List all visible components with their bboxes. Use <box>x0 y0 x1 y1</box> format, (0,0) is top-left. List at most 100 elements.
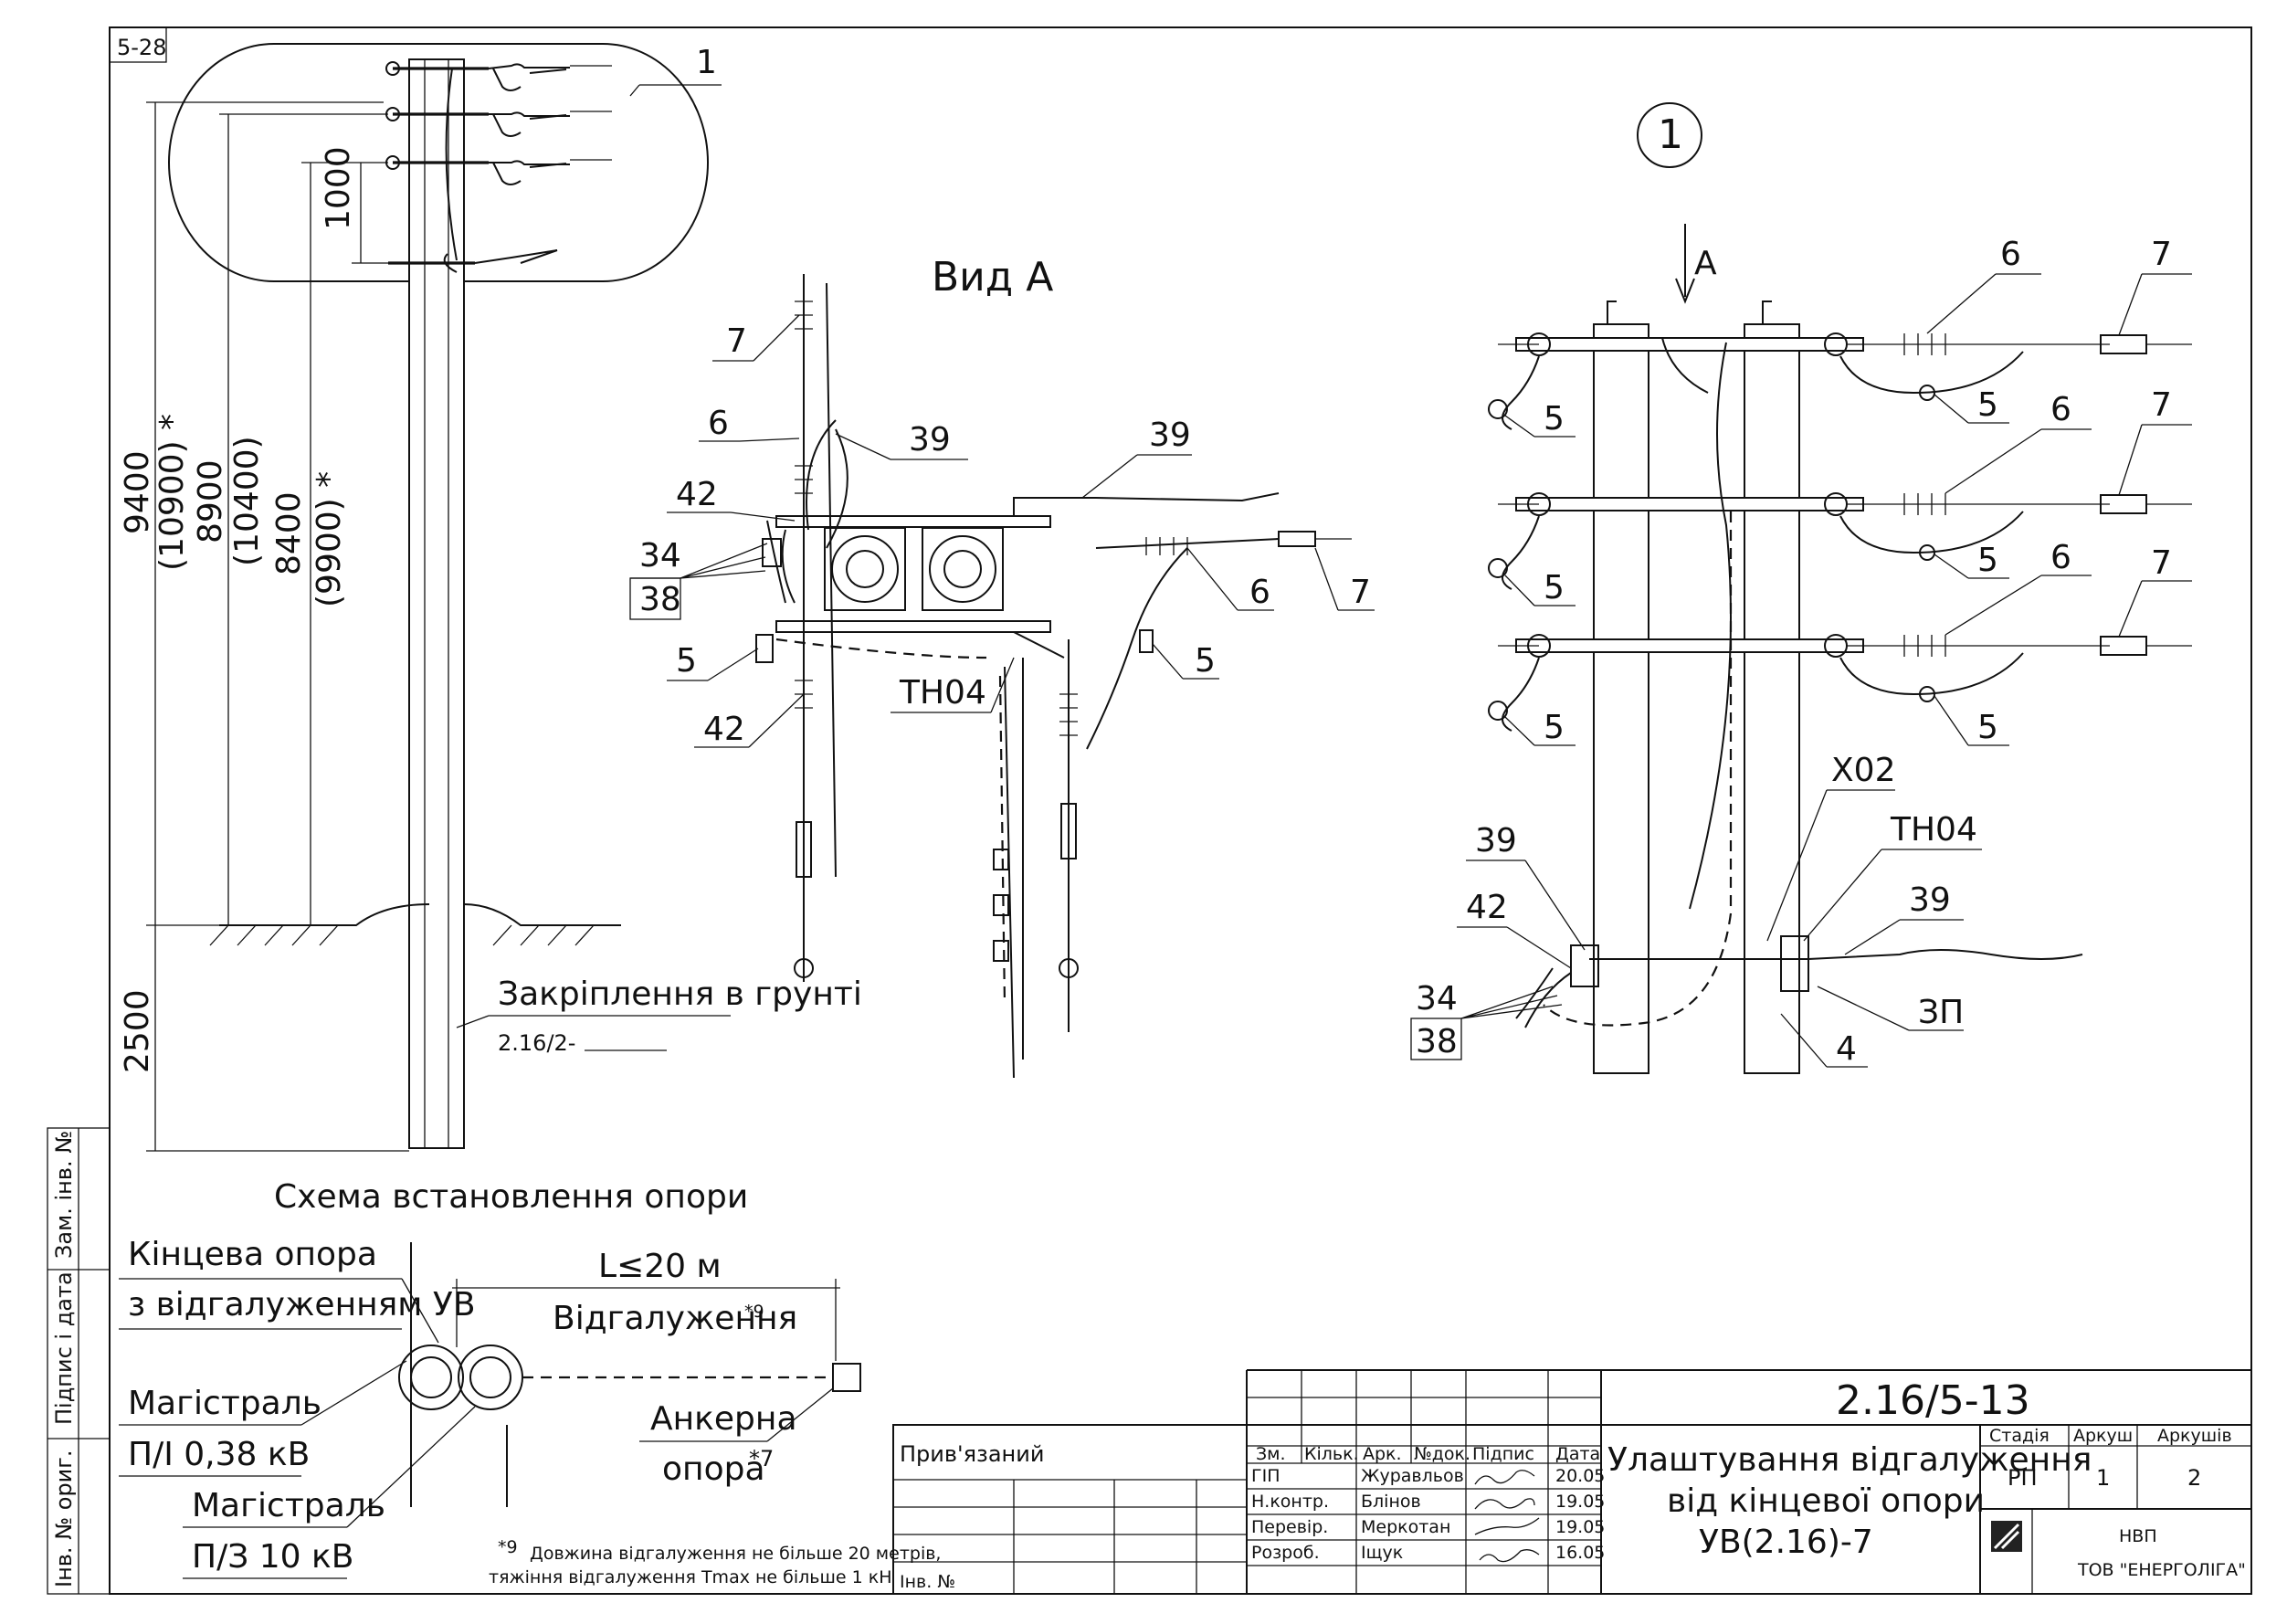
signatures <box>1474 1470 1540 1563</box>
tb-stage: РП <box>2008 1465 2038 1491</box>
d-7-3: 7 <box>2151 544 2172 582</box>
d-th04: TH04 <box>1890 811 1977 849</box>
dim-9400: 9400 <box>119 450 156 534</box>
detail-1-marker <box>1637 102 1702 168</box>
tb-h-data: Дата <box>1555 1444 1600 1464</box>
side-zam: Зам. інв. № <box>51 1131 77 1259</box>
d-38: 38 <box>1416 1023 1458 1060</box>
va-7-top: 7 <box>726 322 747 360</box>
tb-role-2: Перевір. <box>1251 1517 1328 1537</box>
tb-privyazanyi: Прив'язаний <box>900 1441 1044 1467</box>
dim-8900: 8900 <box>192 459 229 543</box>
dim-10400: (10400) <box>228 436 266 566</box>
tb-role-1: Н.контр. <box>1251 1492 1329 1512</box>
side-stamp: Зам. інв. № Підпис і дата Інв. № ориг. <box>47 1127 111 1595</box>
tb-stage-h: Стадія <box>1989 1426 2050 1446</box>
d-7-2: 7 <box>2151 386 2172 424</box>
tb-sheets-h: Аркушів <box>2157 1426 2232 1446</box>
dim-1000: 1000 <box>320 146 357 230</box>
plan-end-pole-2: з відгалуженням УВ <box>128 1286 476 1323</box>
company-logo <box>1991 1521 2022 1552</box>
va-th04: TH04 <box>899 674 986 712</box>
tb-role-3: Розроб. <box>1251 1543 1320 1563</box>
va-34: 34 <box>639 537 681 575</box>
ground-line <box>209 903 621 946</box>
dim-9900: (9900) * <box>311 471 348 607</box>
crossarms <box>385 61 612 273</box>
pole-body <box>408 58 465 1149</box>
tb-date-1: 19.05 <box>1555 1492 1605 1512</box>
d-5-l3: 5 <box>1544 709 1565 746</box>
detail-1: 1 A <box>1410 102 2192 1074</box>
plan-branch: Відгалуження <box>553 1300 797 1337</box>
callout-1-right: 1 <box>1658 111 1683 158</box>
ground-ref: 2.16/2- <box>498 1030 575 1056</box>
tb-name-0: Журавльов <box>1361 1466 1464 1486</box>
side-pidpys: Підпис і дата <box>51 1271 77 1425</box>
plan-anchor-b: опора <box>662 1450 765 1488</box>
detail-crossarms <box>1488 332 1864 732</box>
tb-name-1: Блінов <box>1361 1492 1421 1512</box>
plan-note-sup: *9 <box>498 1537 518 1557</box>
va-6: 6 <box>708 405 729 442</box>
tb-name-3: Іщук <box>1361 1543 1403 1563</box>
d-4: 4 <box>1836 1030 1857 1068</box>
tb-date-2: 19.05 <box>1555 1517 1605 1537</box>
title-block: Прив'язаний Інв. № Зм. Кільк. Арк. №док.… <box>892 1369 2252 1595</box>
d-6-3: 6 <box>2050 539 2071 576</box>
view-a-title: Вид А <box>932 254 1053 301</box>
tb-h-dok: №док. <box>1414 1444 1470 1464</box>
tb-date-0: 20.05 <box>1555 1466 1605 1486</box>
d-5-l2: 5 <box>1544 569 1565 606</box>
tb-h-kilk: Кільк. <box>1304 1444 1359 1464</box>
va-39-right: 39 <box>1149 417 1191 454</box>
tb-code: 2.16/5-13 <box>1836 1377 2030 1424</box>
va-5-left: 5 <box>676 642 697 680</box>
va-7-right: 7 <box>1350 574 1371 611</box>
plan-main1-a: Магістраль <box>128 1385 321 1422</box>
tb-title-3: УВ(2.16)-7 <box>1699 1524 1873 1561</box>
d-5-r2: 5 <box>1977 542 1998 579</box>
tb-org-2: ТОВ "ЕНЕРГОЛІГА" <box>2077 1560 2246 1580</box>
d-39-l: 39 <box>1475 822 1517 859</box>
d-39-r: 39 <box>1909 881 1951 919</box>
plan-length: L≤20 м <box>598 1248 722 1285</box>
callout-1-left: 1 <box>696 44 717 81</box>
tb-title-1: Улаштування відгалуження <box>1607 1441 2092 1479</box>
dim-8400: 8400 <box>270 491 308 575</box>
va-6-right: 6 <box>1249 574 1270 611</box>
tb-sheet: 1 <box>2096 1465 2110 1491</box>
d-6-2: 6 <box>2050 391 2071 428</box>
d-5-r1: 5 <box>1977 386 1998 424</box>
tb-sheets: 2 <box>2187 1465 2201 1491</box>
detail-outline <box>168 43 709 282</box>
plan-anchor-a: Анкерна <box>650 1400 797 1438</box>
plan-main1-b: П/І 0,38 кВ <box>128 1436 310 1473</box>
tb-role-0: ГІП <box>1251 1466 1280 1486</box>
tb-h-zm: Зм. <box>1256 1444 1286 1464</box>
d-7-1: 7 <box>2151 236 2172 273</box>
dim-2500: 2500 <box>119 989 156 1073</box>
tb-sheet-h: Аркуш <box>2073 1426 2133 1446</box>
plan-anchor-sup: *7 <box>749 1446 774 1471</box>
d-42: 42 <box>1466 889 1508 926</box>
plan-note-1: Довжина відгалуження не більше 20 метрів… <box>530 1544 941 1564</box>
va-42-top: 42 <box>676 476 718 513</box>
plan-end-pole-1: Кінцева опора <box>128 1236 377 1273</box>
tb-title-2: від кінцевої опори <box>1667 1482 1985 1520</box>
tb-h-pidpys: Підпис <box>1472 1444 1534 1464</box>
plan-main2-a: Магістраль <box>192 1487 385 1524</box>
tb-inv-no: Інв. № <box>900 1572 955 1592</box>
tb-date-3: 16.05 <box>1555 1543 1605 1563</box>
va-38: 38 <box>639 581 681 618</box>
va-5-right: 5 <box>1195 642 1216 680</box>
plan-main2-b: П/З 10 кВ <box>192 1538 353 1576</box>
plan-note-2: тяжіння відгалуження Tmax не більше 1 кН <box>489 1567 892 1587</box>
elevation-caption: Схема встановлення опори <box>274 1178 748 1216</box>
plan-branch-sup: *9 <box>744 1302 764 1322</box>
view-a: Вид А 7 6 <box>629 254 1375 1079</box>
tb-org-1: НВП <box>2119 1526 2157 1546</box>
va-39-top: 39 <box>909 421 951 459</box>
d-zp: ЗП <box>1918 994 1964 1031</box>
